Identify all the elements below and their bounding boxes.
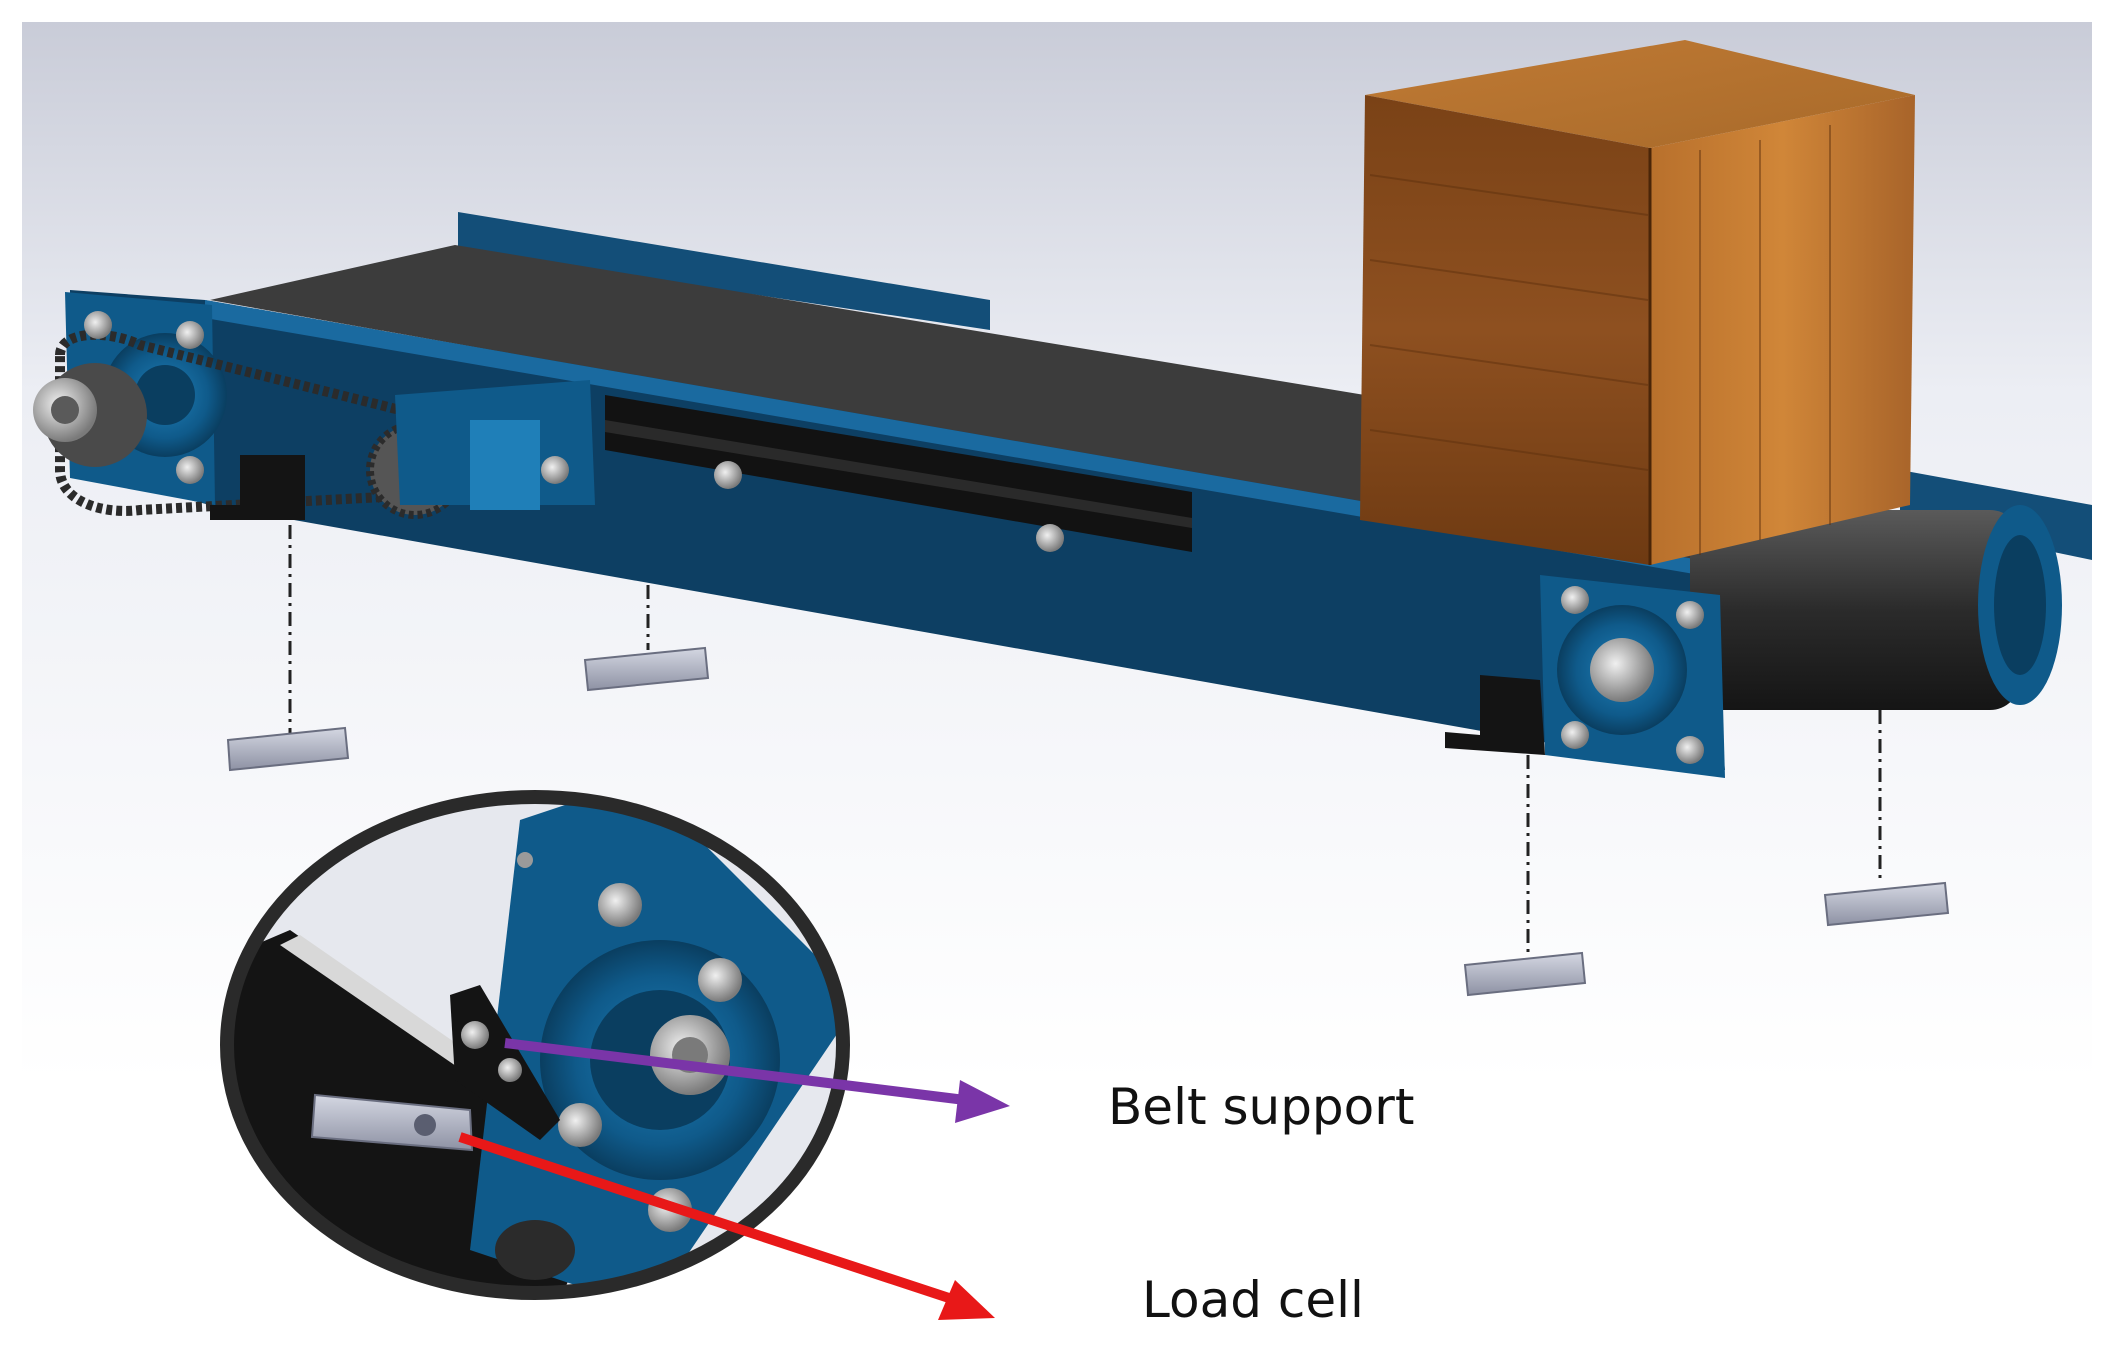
motor-block xyxy=(470,420,540,510)
belt-support-label: Belt support xyxy=(1108,1078,1415,1136)
load-cell-label: Load cell xyxy=(1142,1271,1364,1329)
shaft-end xyxy=(51,396,79,424)
load-cell xyxy=(583,646,710,692)
tail-roller xyxy=(1690,510,2020,710)
load-cell xyxy=(1823,881,1950,927)
load-cells xyxy=(226,525,1950,997)
bolt xyxy=(176,321,204,349)
inset-ring xyxy=(220,790,850,1300)
belt-support-arrow xyxy=(504,1038,966,1105)
bolt xyxy=(1561,721,1589,749)
bolt xyxy=(1676,601,1704,629)
bolt xyxy=(1561,586,1589,614)
belt-support-left xyxy=(210,455,305,520)
load-cell-arrowhead xyxy=(938,1280,995,1320)
inset-load-cell xyxy=(310,1093,474,1152)
left-bearing-hub xyxy=(135,365,195,425)
load-cell xyxy=(226,726,350,772)
wood-grain xyxy=(1369,125,1831,555)
bolt xyxy=(714,461,742,489)
callout-arrows xyxy=(458,1038,1010,1320)
side-frame-top-edge xyxy=(205,300,1700,575)
belt-support-right xyxy=(1445,675,1545,755)
load-cell xyxy=(1463,951,1587,997)
wood-box-front xyxy=(1360,95,1650,565)
far-side-rail xyxy=(458,212,990,330)
load-cell-arrow xyxy=(458,1132,957,1305)
conveyor-assembly xyxy=(33,40,2092,778)
bolt xyxy=(176,456,204,484)
bolt xyxy=(84,311,112,339)
bolt xyxy=(1036,524,1064,552)
wood-box-side xyxy=(1650,95,1915,565)
tail-roller-end-inner xyxy=(1994,535,2046,675)
wood-box-top xyxy=(1365,40,1915,148)
right-bearing-hub xyxy=(1590,638,1654,702)
belt-support-arrowhead xyxy=(955,1080,1010,1123)
frame-slot-inner xyxy=(605,420,1192,528)
bolt xyxy=(1676,736,1704,764)
bolt xyxy=(541,456,569,484)
